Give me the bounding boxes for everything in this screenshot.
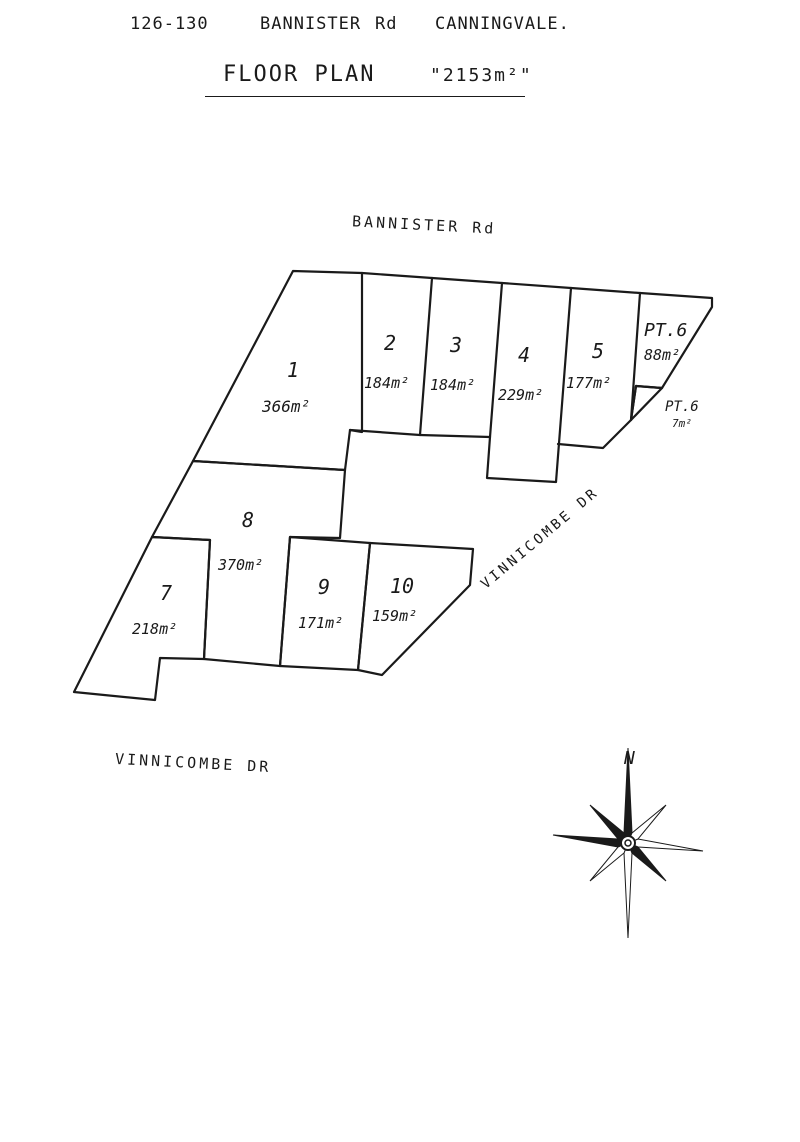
unit-area-label: 366m² xyxy=(261,397,310,416)
plan-title-label: FLOOR PLAN xyxy=(223,62,376,87)
address-street: BANNISTER xyxy=(260,14,362,34)
unit-1-outline xyxy=(191,269,364,472)
unit-area-label: 184m² xyxy=(364,374,409,392)
unit-2-outline xyxy=(348,271,434,437)
unit-5-outline xyxy=(556,286,642,450)
unit-7-outline xyxy=(72,535,212,702)
north-arrow-icon xyxy=(552,747,704,939)
unit-area-label: 177m² xyxy=(566,374,611,392)
unit-number-label: 10 xyxy=(390,574,414,598)
unit-area-label: 159m² xyxy=(372,607,417,625)
address-suburb: CANNINGVALE. xyxy=(435,14,570,34)
unit-area-label: 7m² xyxy=(672,417,692,430)
unit-area-label: 370m² xyxy=(217,556,263,574)
address-header: 126-130 BANNISTER Rd CANNINGVALE. xyxy=(130,14,610,44)
north-label: N xyxy=(623,748,635,769)
title-underline xyxy=(205,96,525,98)
unit-number-label: 7 xyxy=(160,581,172,605)
unit-number-label: 9 xyxy=(318,575,330,599)
unit-4-outline xyxy=(485,281,573,484)
unit-area-label: 218m² xyxy=(132,620,177,638)
unit-3-outline xyxy=(418,276,504,439)
unit-pt6-small-outline xyxy=(629,384,664,422)
unit-area-label: 184m² xyxy=(430,376,475,394)
unit-number-label: 8 xyxy=(242,508,254,532)
unit-area-label: 88m² xyxy=(644,346,680,364)
unit-number-label: 2 xyxy=(384,331,396,355)
unit-number-label: PT.6 xyxy=(665,399,699,415)
address-numbers: 126-130 xyxy=(130,14,209,34)
unit-area-label: 171m² xyxy=(298,614,343,632)
address-street-suffix: Rd xyxy=(375,14,398,34)
unit-number-label: 1 xyxy=(287,358,299,382)
unit-9-outline xyxy=(278,535,372,672)
unit-10-outline xyxy=(356,541,475,677)
unit-number-label: 5 xyxy=(592,339,604,363)
unit-area-label: 229m² xyxy=(498,386,543,404)
unit-number-label: 3 xyxy=(449,333,462,357)
unit-number-label: PT.6 xyxy=(644,320,687,341)
plan-total-area: "2153m²" xyxy=(430,65,533,86)
unit-number-label: 4 xyxy=(518,343,530,367)
